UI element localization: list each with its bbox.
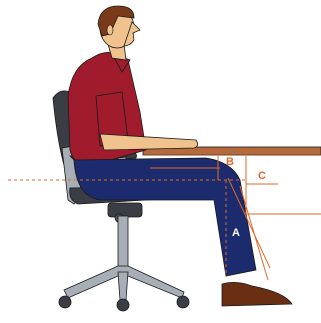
shoe	[222, 282, 292, 306]
caster-center	[117, 299, 129, 311]
ear	[107, 25, 113, 35]
seated-person	[68, 6, 292, 306]
label-b: B	[226, 156, 234, 168]
chair-gas-column	[118, 216, 128, 268]
chair-base-front-leg	[118, 272, 128, 300]
forearm	[100, 134, 198, 150]
caster-left	[59, 296, 71, 308]
chair-mechanism	[108, 203, 142, 217]
caster-right	[177, 296, 189, 308]
label-c: C	[258, 170, 266, 182]
label-a: A	[232, 227, 240, 239]
pants	[74, 158, 256, 276]
